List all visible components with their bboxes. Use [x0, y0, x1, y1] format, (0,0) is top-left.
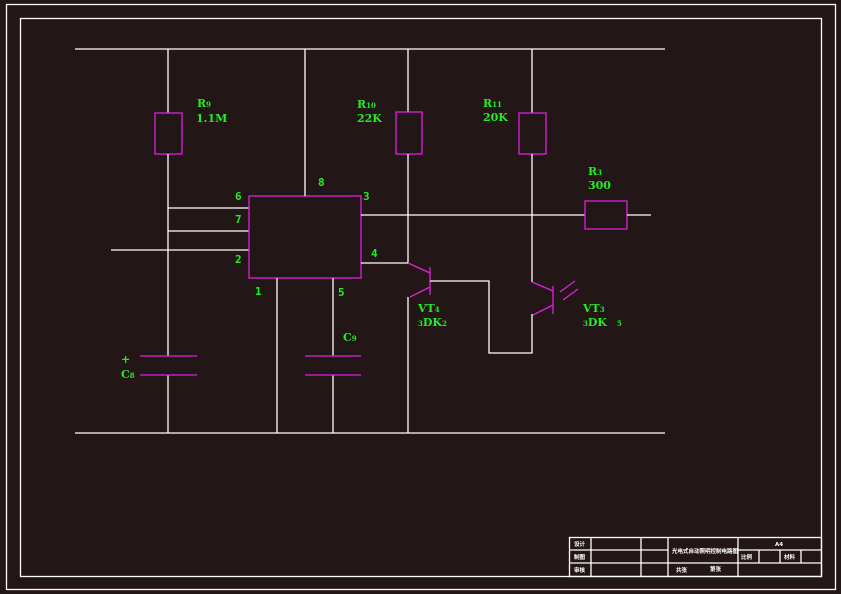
pin-label-1: 1 [255, 285, 262, 298]
pin-label-2: 2 [235, 253, 242, 266]
value-r10: 22K [357, 112, 382, 125]
phototransistor-vt3-emitter [532, 304, 554, 316]
tb-drawing-title: 光电式自动照明控制电路图 [671, 547, 739, 555]
tb-material-label: 材料 [784, 553, 796, 561]
resistor-r9[interactable] [154, 112, 183, 155]
tb-designer-label: 设计 [574, 540, 586, 548]
tb-scale-label: 比例 [741, 553, 753, 561]
tb-drafter-label: 制图 [574, 553, 586, 561]
inner-frame [19, 17, 823, 578]
light-arrow-icon [559, 280, 576, 293]
value-r3: 300 [588, 179, 611, 192]
resistor-r3[interactable] [584, 200, 628, 230]
tb-reviewer-label: 审核 [574, 566, 586, 574]
label-c9: C9 [343, 331, 357, 344]
value-r9: 1.1M [196, 112, 227, 125]
tb-format: A4 [775, 542, 783, 548]
pin-label-3: 3 [363, 190, 370, 203]
polarity-c8: + [121, 353, 130, 366]
pin-label-8: 8 [318, 176, 325, 189]
value-vt3-suffix: 5 [617, 319, 622, 328]
transistor-vt4-collector [407, 262, 431, 274]
pin-label-5: 5 [338, 286, 345, 299]
wire-vt4-vt3 [430, 280, 533, 354]
ic-555[interactable] [248, 195, 362, 279]
label-r3: R3 [588, 165, 602, 178]
tb-sheet-number: 第张 [710, 565, 722, 573]
value-r11: 20K [483, 111, 508, 124]
outer-frame [5, 3, 837, 591]
label-c8: C8 [121, 368, 135, 381]
transistor-vt4-emitter [409, 286, 431, 298]
label-vt3: VT3 [582, 302, 605, 315]
value-vt4: 3DK2 [418, 316, 447, 329]
pin-label-6: 6 [235, 190, 242, 203]
value-vt3: 3DK [583, 316, 607, 329]
resistor-r10[interactable] [395, 111, 423, 155]
phototransistor-vt3-collector [531, 281, 554, 292]
light-arrow-icon [562, 288, 579, 301]
pin-label-7: 7 [235, 213, 242, 226]
pin-label-4: 4 [371, 247, 378, 260]
label-r9: R9 [197, 97, 211, 110]
resistor-r11[interactable] [518, 112, 547, 155]
label-r11: R11 [483, 97, 502, 110]
tb-sheets-total: 共张 [676, 566, 688, 574]
label-vt4: VT4 [417, 302, 440, 315]
label-r10: R10 [357, 98, 376, 111]
title-block: 设计 制图 审核 光电式自动照明控制电路图 A4 比例 材料 共张 第张 [568, 536, 823, 578]
